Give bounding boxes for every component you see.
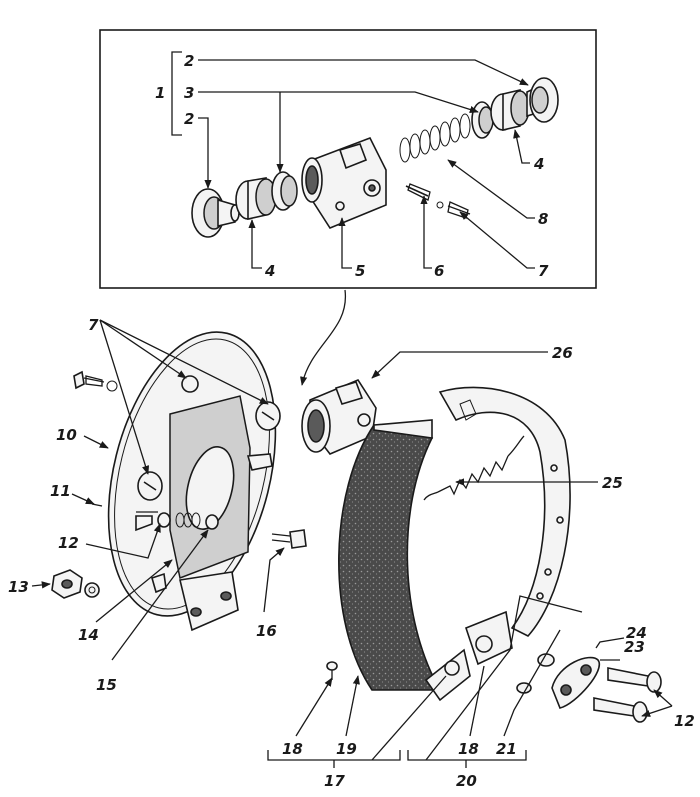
- piston-right: [490, 88, 530, 132]
- anchor-bolt-lower: [593, 697, 648, 723]
- label-6: 6: [434, 262, 444, 280]
- label-3: 3: [184, 84, 194, 102]
- label-2-top: 2: [184, 52, 194, 70]
- nut-item-13: [51, 569, 100, 599]
- label-12-right: 12: [674, 712, 695, 730]
- spring-washers-14-15: [135, 511, 219, 532]
- label-16: 16: [256, 622, 277, 640]
- adjuster-cam-upper: [246, 401, 281, 471]
- bleed-screw: [405, 183, 431, 201]
- label-25: 25: [602, 474, 623, 492]
- label-15: 15: [96, 676, 117, 694]
- return-spring: [423, 435, 525, 501]
- label-2-bottom: 2: [184, 110, 194, 128]
- dust-cap-left: [191, 188, 240, 238]
- label-8: 8: [538, 210, 548, 228]
- seal-left: [271, 171, 298, 211]
- anchor-plate: [516, 653, 601, 709]
- label-26: 26: [552, 344, 573, 362]
- label-4-left: 4: [264, 262, 275, 280]
- anchor-bolt-upper: [607, 667, 662, 693]
- label-1: 1: [155, 84, 165, 102]
- dust-cap-right: [526, 77, 559, 123]
- backing-plate: [107, 331, 277, 632]
- label-12-left: 12: [58, 534, 79, 552]
- spring-item-8: [399, 113, 471, 163]
- bolt-upper-left: [73, 370, 118, 392]
- adjuster-cam-lower: [137, 471, 163, 501]
- seal-right: [471, 101, 494, 139]
- bracket-item-20: [407, 750, 527, 761]
- label-7-plate: 7: [88, 316, 99, 334]
- label-21: 21: [496, 740, 517, 758]
- label-18-right: 18: [458, 740, 479, 758]
- label-23: 23: [624, 638, 645, 656]
- brake-shoe-lining: [338, 419, 471, 702]
- label-10: 10: [56, 426, 77, 444]
- label-11: 11: [50, 482, 71, 500]
- label-14: 14: [78, 626, 99, 644]
- label-20: 20: [456, 772, 477, 790]
- label-7-top: 7: [538, 262, 549, 280]
- label-18-left: 18: [282, 740, 303, 758]
- label-24: 24: [626, 624, 647, 642]
- piston-left: [235, 177, 277, 220]
- cylinder-body: [301, 136, 387, 229]
- label-19: 19: [336, 740, 357, 758]
- label-4-right: 4: [533, 155, 544, 173]
- label-17: 17: [324, 772, 345, 790]
- bracket-item-1: [171, 51, 182, 136]
- label-13: 13: [8, 578, 29, 596]
- assembled-wheel-cylinder: [301, 379, 377, 455]
- brake-shoe-web: [438, 386, 571, 666]
- label-5: 5: [355, 262, 365, 280]
- detail-frame: [99, 29, 597, 289]
- clip-item-14: [151, 572, 167, 594]
- bolt-item-16: [271, 529, 307, 549]
- rivet-item-18: [326, 661, 338, 680]
